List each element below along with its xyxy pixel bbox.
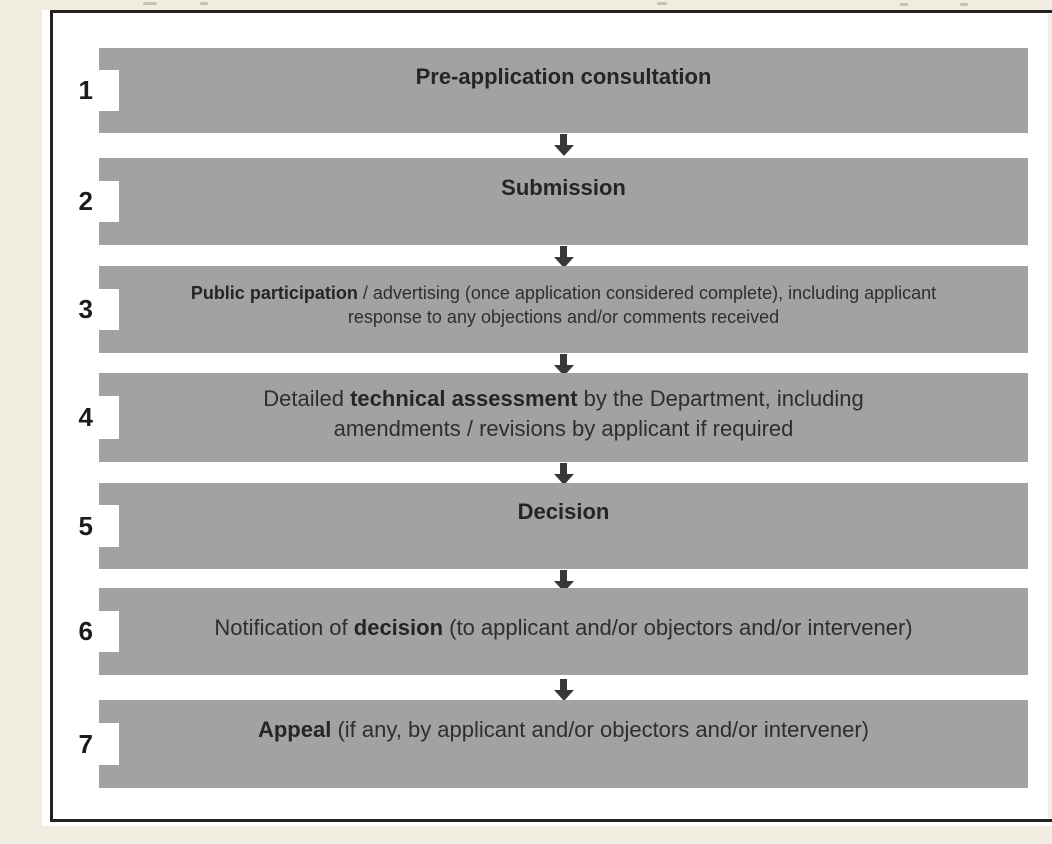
step-4-number: 4 — [78, 402, 93, 432]
connector-6-7 — [99, 679, 1028, 701]
connector-5-6 — [99, 570, 1028, 592]
scan-artifact — [900, 3, 908, 6]
step-3-bar: Public participation / advertising (once… — [99, 266, 1028, 353]
scan-artifact — [143, 2, 157, 5]
scan-artifact — [200, 2, 208, 5]
step-notch — [99, 288, 119, 331]
step-6-number: 6 — [78, 616, 93, 646]
step-7-label: Appeal (if any, by applicant and/or obje… — [257, 717, 870, 743]
step-notch — [99, 722, 119, 766]
step-3-number: 3 — [78, 294, 93, 324]
step-7-bar: Appeal (if any, by applicant and/or obje… — [99, 700, 1028, 788]
flowchart-panel: 1 Pre-application consultation 2 Submiss… — [50, 10, 1052, 822]
step-notch — [99, 505, 119, 547]
process-step-3: 3 Public participation / advertising (on… — [53, 266, 1028, 353]
step-7-number: 7 — [78, 728, 93, 759]
connector-2-3 — [99, 246, 1028, 268]
step-5-number: 5 — [78, 510, 93, 541]
step-5-label: Decision — [517, 499, 610, 525]
down-arrow-icon — [553, 246, 574, 268]
connector-3-4 — [99, 354, 1028, 376]
down-arrow-icon — [553, 679, 574, 701]
connector-1-2 — [99, 134, 1028, 156]
down-arrow-icon — [553, 463, 574, 485]
step-notch — [99, 610, 119, 653]
step-notch — [99, 396, 119, 439]
down-arrow-icon — [553, 570, 574, 592]
step-6-label: Notification of decision (to applicant a… — [214, 614, 913, 640]
down-arrow-icon — [553, 134, 574, 156]
step-3-label: Public participation / advertising (once… — [190, 283, 937, 327]
down-arrow-icon — [553, 354, 574, 376]
scan-artifact — [657, 2, 667, 5]
process-step-7: 7 Appeal (if any, by applicant and/or ob… — [53, 700, 1028, 788]
process-step-5: 5 Decision — [53, 483, 1028, 569]
process-step-1: 1 Pre-application consultation — [53, 48, 1028, 133]
step-1-number: 1 — [78, 75, 93, 105]
connector-4-5 — [99, 463, 1028, 485]
process-step-4: 4 Detailed technical assessment by the D… — [53, 373, 1028, 462]
step-2-bar: Submission — [99, 158, 1028, 245]
step-2-label: Submission — [501, 174, 626, 200]
process-step-2: 2 Submission — [53, 158, 1028, 245]
step-2-number: 2 — [78, 186, 93, 216]
step-1-label: Pre-application consultation — [415, 63, 712, 89]
step-1-bar: Pre-application consultation — [99, 48, 1028, 133]
step-4-bar: Detailed technical assessment by the Dep… — [99, 373, 1028, 462]
process-step-6: 6 Notification of decision (to applicant… — [53, 588, 1028, 675]
step-6-bar: Notification of decision (to applicant a… — [99, 588, 1028, 675]
step-notch — [99, 70, 119, 111]
page-edge — [1048, 14, 1052, 818]
step-5-bar: Decision — [99, 483, 1028, 569]
step-notch — [99, 180, 119, 223]
step-4-label: Detailed technical assessment by the Dep… — [263, 386, 864, 441]
scan-artifact — [960, 3, 968, 6]
